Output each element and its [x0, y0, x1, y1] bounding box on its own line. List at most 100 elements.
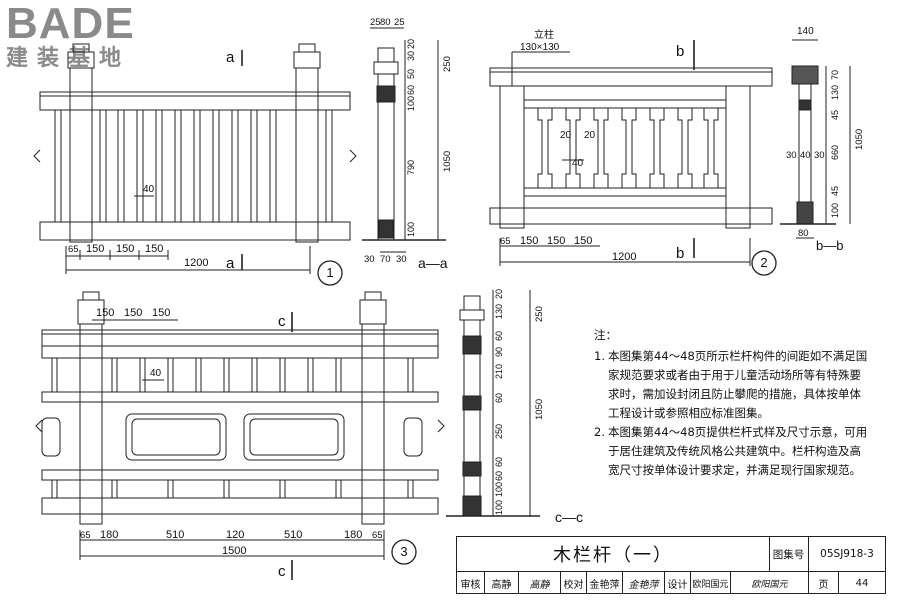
sb-v-0: 70	[830, 70, 840, 80]
review-signature: 高静	[519, 572, 561, 594]
v2-section-top: b	[676, 43, 684, 60]
v1-section-bottom: a	[226, 255, 235, 272]
sc-extra: 250	[534, 306, 545, 322]
sb-mid-0: 30	[786, 150, 797, 161]
sa-top-0: 25	[370, 17, 381, 28]
v2-dim-2: 150	[547, 235, 565, 247]
sa-top-1: 80	[380, 17, 391, 28]
note-item: 2. 本图集第44～48页提供栏杆式样及尺寸示意，可用于居住建筑及传统风格公共建…	[594, 423, 870, 480]
v1-gap: 40	[143, 184, 155, 195]
v1-section-top: a	[226, 49, 235, 66]
note-item: 1. 本图集第44～48页所示栏杆构件的间距如不满足国家规范要求或者由于用于儿童…	[594, 347, 870, 423]
note-text: 本图集第44～48页提供栏杆式样及尺寸示意，可用于居住建筑及传统风格公共建筑中。…	[608, 425, 868, 477]
sa-bot-0: 30	[364, 254, 375, 265]
view-2-elevation	[489, 40, 773, 266]
page-number: 44	[855, 577, 869, 589]
sc-v-3: 90	[494, 347, 504, 357]
sb-mid-1: 40	[800, 150, 811, 161]
design-name: 欧阳国元	[691, 572, 731, 594]
sc-v-2: 60	[494, 331, 504, 341]
sc-v-6: 250	[494, 424, 504, 439]
v3-section-top: c	[278, 313, 286, 330]
v2-post-label: 立柱	[534, 28, 554, 41]
section-a-a-label: a—a	[418, 255, 448, 271]
v1-dim-total: 1200	[184, 257, 208, 269]
sb-v-5: 100	[830, 203, 840, 218]
v3-dim-total: 1500	[222, 545, 246, 557]
v3-top-1: 150	[124, 307, 142, 319]
sa-v-3: 60	[406, 85, 416, 95]
sa-v-0: 20	[406, 39, 416, 49]
v2-dim-1: 150	[520, 235, 538, 247]
sa-total: 1050	[442, 151, 453, 172]
sc-v-8: 60	[494, 471, 504, 481]
sa-v-5: 790	[406, 160, 416, 175]
v1-dim-1: 150	[86, 243, 104, 255]
view-2-circle	[751, 250, 777, 276]
sc-v-4: 210	[494, 364, 504, 379]
v3-top-2: 150	[152, 307, 170, 319]
sb-top: 140	[797, 26, 814, 37]
review-name: 高静	[485, 572, 519, 594]
sa-extra: 250	[442, 56, 453, 72]
v1-dim-3: 150	[145, 243, 163, 255]
sb-mid-2: 30	[814, 150, 825, 161]
v2-balusters	[537, 107, 719, 189]
v3-balusters	[51, 357, 414, 499]
sa-bot-1: 70	[380, 254, 391, 265]
sb-v-4: 45	[830, 186, 840, 196]
v3-top-0: 150	[96, 307, 114, 319]
sb-total: 1050	[854, 129, 865, 150]
sa-v-1: 30	[406, 51, 416, 61]
sa-bot-2: 30	[396, 254, 407, 265]
view-3-elevation	[35, 291, 445, 580]
sb-v-1: 130	[830, 85, 840, 100]
check-signature: 金艳萍	[623, 572, 665, 594]
drawing-title: 木栏杆（一）	[457, 537, 770, 571]
review-label: 审核	[457, 572, 485, 594]
v3-dim-2: 510	[166, 529, 184, 541]
note-text: 本图集第44～48页所示栏杆构件的间距如不满足国家规范要求或者由于用于儿童活动场…	[608, 349, 868, 420]
v3-dim-6: 65	[372, 530, 383, 541]
v3-dim-3: 120	[226, 529, 244, 541]
v2-gap-2: 20	[584, 130, 596, 141]
check-name: 金艳萍	[587, 572, 623, 594]
v1-balusters	[54, 109, 333, 223]
sc-v-7: 60	[494, 457, 504, 467]
section-b-b-label: b—b	[816, 238, 843, 253]
v2-dim-0: 65	[500, 236, 511, 247]
v3-dim-5: 180	[344, 529, 362, 541]
section-a-a	[362, 27, 446, 253]
sc-v-9: 100	[494, 482, 504, 497]
view-3-number: 3	[400, 544, 407, 559]
design-signature: 欧阳国元	[731, 572, 809, 594]
logo-brand: BADE	[6, 0, 135, 48]
sb-bot: 80	[798, 228, 809, 239]
atlas-label: 图集号	[769, 537, 809, 571]
view-1-circle	[317, 260, 343, 286]
sc-v-0: 20	[494, 289, 504, 299]
section-c-c-label: c—c	[555, 509, 583, 525]
v3-dim-4: 510	[284, 529, 302, 541]
sc-v-5: 60	[494, 393, 504, 403]
sb-v-3: 660	[830, 145, 840, 160]
v2-dim-3: 150	[574, 235, 592, 247]
v3-gap: 40	[150, 368, 162, 379]
view-1-number: 1	[326, 265, 333, 280]
v2-dim-total: 1200	[612, 251, 636, 263]
sa-top-2: 25	[394, 17, 405, 28]
v1-dim-0: 65	[68, 244, 79, 255]
sc-v-10: 100	[494, 500, 504, 515]
page-label: 页	[809, 572, 839, 594]
brand-logo: BADE 建装基地	[6, 2, 135, 72]
v3-dim-0: 65	[80, 530, 91, 541]
check-label: 校对	[561, 572, 587, 594]
v3-section-bottom: c	[278, 563, 286, 580]
sc-total: 1050	[534, 399, 545, 420]
view-3-circle	[391, 539, 417, 565]
v2-gap-3: 40	[572, 158, 584, 169]
v2-gap-1: 20	[560, 130, 572, 141]
note-number: 1.	[594, 349, 605, 363]
section-b-b	[780, 39, 851, 239]
view-1-elevation	[33, 43, 357, 274]
